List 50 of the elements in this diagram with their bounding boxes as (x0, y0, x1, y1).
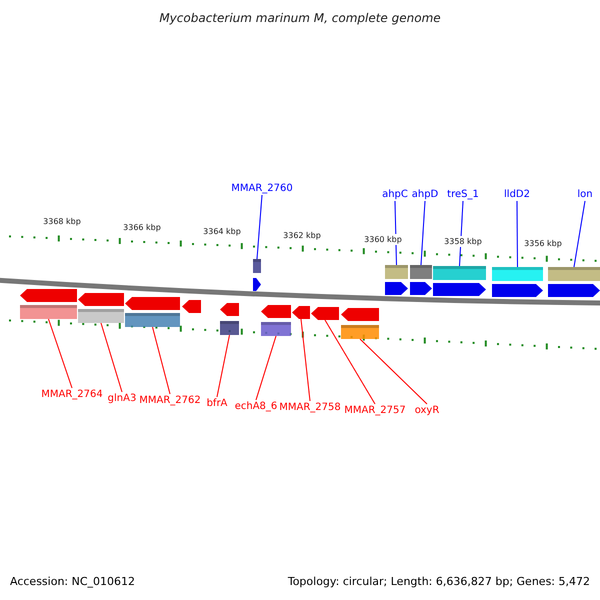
gene-glyph (253, 259, 261, 291)
gene-glyph (125, 297, 180, 327)
leader-line (256, 194, 262, 260)
gene-glyph (182, 300, 201, 313)
scale-label: 3364 kbp (203, 226, 241, 237)
gene-glyph (492, 267, 543, 297)
gene-label: ahpD (412, 188, 438, 201)
leader-line (48, 318, 72, 388)
gene-label: lon (577, 188, 593, 201)
gene-glyph (261, 305, 291, 336)
gene-label: bfrA (206, 397, 228, 410)
gene-label: oxyR (414, 404, 440, 417)
gene-label: ahpC (382, 188, 408, 201)
diagram-title: Mycobacterium marinum M, complete genome (159, 11, 441, 26)
leader-line (300, 318, 310, 402)
genome-summary: Topology: circular; Length: 6,636,827 bp; Genes: 5,472 (288, 575, 590, 589)
scale-label: 3366 kbp (123, 222, 161, 233)
leader-line (420, 200, 426, 266)
gene-glyph (341, 308, 379, 339)
gene-label: MMAR_2757 (344, 404, 406, 417)
gene-glyph (385, 265, 408, 295)
scale-label: 3360 kbp (364, 234, 402, 245)
gene-label: MMAR_2764 (41, 388, 103, 401)
leader-line (152, 326, 170, 394)
gene-glyph (433, 266, 486, 296)
accession-note: Accession: NC_010612 (10, 575, 136, 589)
gene-label: treS_1 (447, 188, 479, 201)
gene-glyph (410, 265, 432, 295)
leader-line (256, 336, 276, 400)
leader-line (574, 200, 586, 268)
scale-label: 3368 kbp (43, 216, 81, 227)
gene-glyph (311, 307, 339, 320)
gene-label: MMAR_2762 (139, 394, 201, 407)
leader-line (100, 322, 122, 392)
gene-label: glnA3 (108, 392, 136, 405)
gene-label: MMAR_2758 (279, 401, 341, 414)
gene-label: MMAR_2760 (231, 182, 293, 195)
gene-glyph (292, 306, 310, 319)
scale-label: 3358 kbp (444, 236, 482, 247)
gene-glyph (548, 267, 600, 297)
gene-glyph (220, 303, 239, 335)
gene-label: echA8_6 (234, 400, 278, 413)
gene-label: lldD2 (504, 188, 530, 201)
gene-glyph (78, 293, 124, 323)
leader-line (216, 334, 230, 398)
leader-line (516, 200, 518, 268)
leader-line (360, 338, 428, 404)
gene-glyph (20, 289, 77, 319)
scale-label: 3362 kbp (283, 230, 321, 241)
scale-label: 3356 kbp (524, 238, 562, 249)
